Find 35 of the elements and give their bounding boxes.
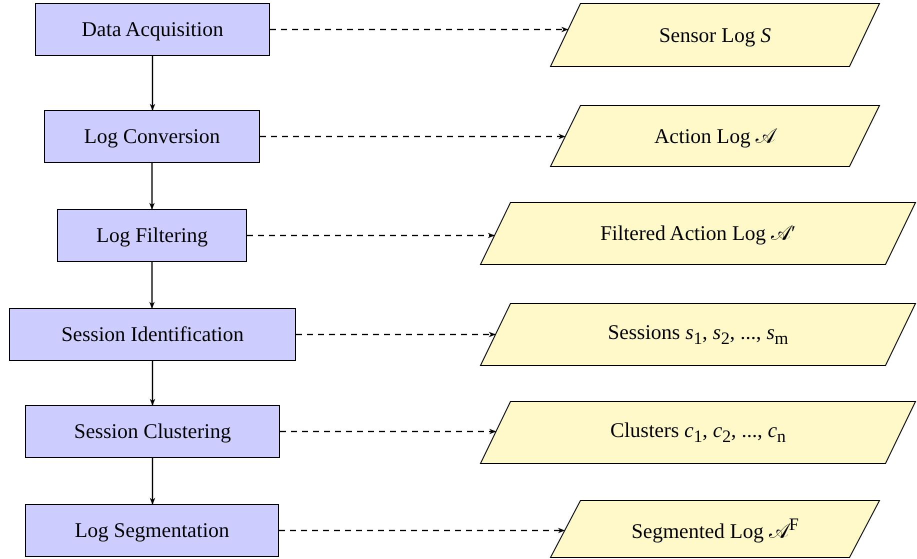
arrow xyxy=(150,361,156,406)
arrow xyxy=(270,26,568,32)
process-box xyxy=(25,504,279,557)
arrow xyxy=(296,332,496,338)
node-label: Log Segmentation xyxy=(74,518,230,543)
process-box xyxy=(25,405,280,458)
node-label: Segmented Log 𝒜$^{F}$ xyxy=(631,514,799,544)
node-label: Sensor Log S xyxy=(659,22,771,48)
process-box xyxy=(44,110,260,163)
data-parallelogram xyxy=(480,401,916,464)
arrow xyxy=(280,428,496,434)
node-label: Sessions s$_{1}$, s$_{2}$, ..., s$_{m}$ xyxy=(608,320,788,350)
data-parallelogram xyxy=(480,303,916,366)
arrow xyxy=(149,262,155,309)
node-label: Clusters c$_{1}$, c$_{2}$, ..., c$_{n}$ xyxy=(610,418,786,448)
node-label: Action Log 𝒜 xyxy=(654,124,776,148)
arrow xyxy=(279,528,565,534)
node-label: Filtered Action Log 𝒜′ xyxy=(600,221,796,246)
arrow xyxy=(247,232,495,238)
data-parallelogram xyxy=(550,105,880,167)
data-parallelogram xyxy=(480,202,916,265)
arrow xyxy=(260,134,566,140)
node-label: Session Clustering xyxy=(74,419,231,444)
node-label: Data Acquisition xyxy=(82,17,224,42)
data-parallelogram xyxy=(550,3,880,67)
node-label: Log Conversion xyxy=(84,124,220,149)
arrow xyxy=(150,56,156,111)
process-box xyxy=(35,3,270,56)
node-label: Log Filtering xyxy=(96,223,208,248)
data-parallelogram xyxy=(550,500,880,558)
node-label: Session Identification xyxy=(61,322,244,347)
process-box xyxy=(57,209,247,262)
arrow xyxy=(149,163,155,210)
process-box xyxy=(9,308,296,361)
arrow xyxy=(150,458,156,505)
